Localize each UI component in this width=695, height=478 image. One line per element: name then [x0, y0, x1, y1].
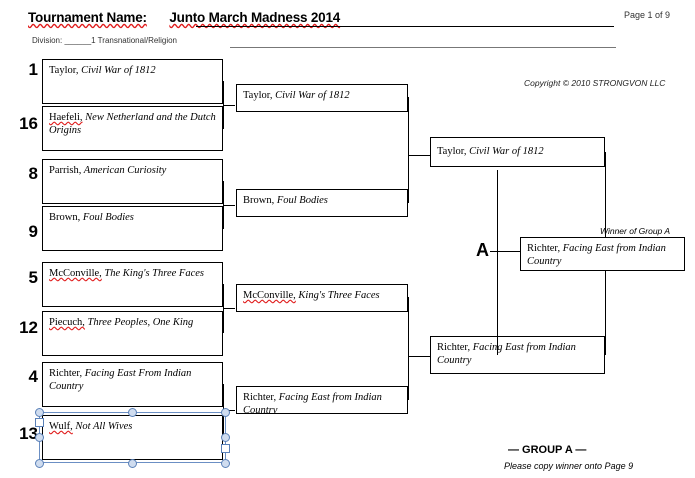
tournament-name-label: Tournament Name: — [28, 10, 147, 25]
bracket-connector — [408, 297, 410, 400]
entry-author: Taylor, — [437, 146, 467, 157]
entry-author: Richter, — [49, 368, 83, 379]
entry-title: Three Peoples, One King — [84, 317, 194, 328]
entry-author: McConville, — [243, 290, 296, 301]
bracket-entry-box[interactable]: Parrish, American Curiosity — [42, 159, 223, 204]
entry-author: Taylor, — [243, 90, 273, 101]
bracket-entry-box[interactable]: Taylor, Civil War of 1812 — [236, 84, 408, 112]
seed-number: 5 — [28, 268, 38, 287]
bracket-connector — [223, 308, 235, 310]
bracket-connector — [605, 152, 607, 257]
text-resize-handle-left[interactable] — [35, 418, 44, 427]
bracket-entry-box[interactable]: Taylor, Civil War of 1812 — [42, 59, 223, 104]
seed-number: 9 — [28, 222, 38, 241]
entry-author: Richter, — [527, 243, 561, 254]
selection-handle-bottom-right[interactable] — [221, 459, 230, 468]
entry-title: New Netherland and the Dutch Origins — [49, 112, 216, 136]
entry-title: Facing East from Indian Country — [527, 243, 666, 267]
division-value: 1 Transnational/Religion — [91, 36, 177, 45]
entry-title: American Curiosity — [81, 165, 167, 176]
bracket-connector — [223, 105, 235, 107]
seed-number: 16 — [19, 114, 38, 133]
bracket-entry-box[interactable]: Brown, Foul Bodies — [236, 189, 408, 217]
bracket-entry-box[interactable]: Richter, Facing East from Indian Country — [236, 386, 408, 414]
winner-caption: Winner of Group A — [600, 226, 671, 236]
selection-handle-top-center[interactable] — [128, 408, 137, 417]
selection-frame[interactable] — [39, 412, 226, 463]
selection-handle-bottom-center[interactable] — [128, 459, 137, 468]
entry-author: Brown, — [49, 212, 81, 223]
entry-title: Foul Bodies — [80, 212, 134, 223]
tournament-name-value: Junto March Madness 2014 — [169, 10, 341, 25]
entry-title: Foul Bodies — [274, 195, 328, 206]
entry-title: Facing East from Indian Country — [243, 392, 382, 414]
bracket-connector — [408, 97, 410, 203]
bracket-connector — [408, 155, 430, 157]
entry-author: Richter, — [243, 392, 277, 403]
bracket-entry-box[interactable]: Piecuch, Three Peoples, One King — [42, 311, 223, 356]
division-row: Division: ______1 Transnational/Religion — [32, 36, 177, 45]
entry-author: Taylor, — [49, 65, 79, 76]
entry-title: Civil War of 1812 — [78, 65, 156, 76]
group-letter: A — [476, 240, 489, 260]
selection-handle-middle-right[interactable] — [221, 433, 230, 442]
seed-number: 4 — [28, 367, 38, 386]
bracket-entry-box[interactable]: Richter, Facing East from Indian Country — [430, 336, 605, 374]
bracket-entry-box[interactable]: Taylor, Civil War of 1812 — [430, 137, 605, 167]
text-resize-handle-right[interactable] — [221, 444, 230, 453]
division-rule — [230, 47, 616, 48]
entry-author: Wulf, — [49, 421, 73, 432]
entry-title: Civil War of 1812 — [466, 146, 544, 157]
selection-handle-bottom-left[interactable] — [35, 459, 44, 468]
seed-number: 1 — [28, 60, 38, 79]
entry-title: The King's Three Faces — [101, 268, 204, 279]
page-indicator: Page 1 of 9 — [624, 10, 671, 20]
group-connector — [497, 170, 499, 355]
bracket-entry-box[interactable]: McConville, The King's Three Faces — [42, 262, 223, 307]
group-footer-note: Please copy winner onto Page 9 — [504, 461, 634, 471]
winner-entry-box[interactable]: Richter, Facing East from Indian Country — [520, 237, 685, 271]
entry-author: Piecuch, — [49, 317, 85, 328]
entry-author: Parrish, — [49, 165, 82, 176]
bracket-connector — [408, 356, 430, 358]
division-label: Division: — [32, 36, 63, 45]
group-footer-label: — GROUP A — — [508, 444, 587, 456]
entry-author: Richter, — [437, 342, 471, 353]
seed-number: 12 — [19, 318, 38, 337]
copyright-notice: Copyright © 2010 STRONGVON LLC — [524, 78, 666, 88]
entry-title: Civil War of 1812 — [272, 90, 350, 101]
entry-author: Haefeli, — [49, 112, 83, 123]
selection-handle-top-left[interactable] — [35, 408, 44, 417]
bracket-entry-box[interactable]: Haefeli, New Netherland and the Dutch Or… — [42, 106, 223, 151]
entry-title: Not All Wives — [72, 421, 133, 432]
group-connector — [490, 251, 521, 253]
entry-title: King's Three Faces — [295, 290, 380, 301]
bracket-entry-box[interactable]: Brown, Foul Bodies — [42, 206, 223, 251]
tournament-name-rule — [196, 26, 614, 27]
entry-title: Facing East from Indian Country — [437, 342, 576, 366]
seed-number: 13 — [19, 424, 38, 443]
bracket-connector — [605, 258, 607, 355]
bracket-entry-box[interactable]: McConville, King's Three Faces — [236, 284, 408, 312]
bracket-connector — [223, 205, 235, 207]
seed-number: 8 — [28, 164, 38, 183]
entry-title: Facing East From Indian Country — [49, 368, 192, 392]
entry-author: McConville, — [49, 268, 102, 279]
entry-author: Brown, — [243, 195, 275, 206]
bracket-entry-box[interactable]: Richter, Facing East From Indian Country — [42, 362, 223, 407]
tournament-name-header: Tournament Name: Junto March Madness 201… — [28, 10, 340, 25]
selection-handle-top-right[interactable] — [221, 408, 230, 417]
selection-handle-middle-left[interactable] — [35, 433, 44, 442]
